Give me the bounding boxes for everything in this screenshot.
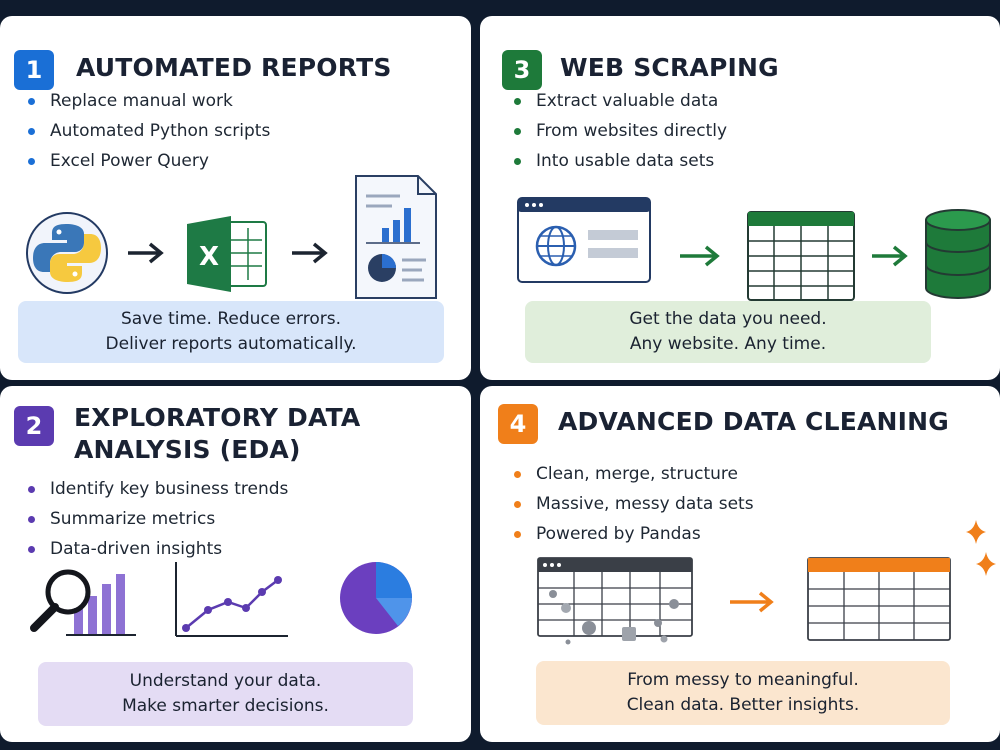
illustration-row: X xyxy=(26,175,437,299)
bullet-item: Clean, merge, structure xyxy=(510,459,754,489)
tagline-line: Save time. Reduce errors. xyxy=(120,309,342,329)
card-title: AUTOMATED REPORTS xyxy=(76,53,392,82)
bullet-item: Massive, messy data sets xyxy=(510,489,754,519)
card-number-badge: 2 xyxy=(14,406,54,446)
python-logo-icon xyxy=(26,212,108,294)
arrow-right-icon xyxy=(730,591,774,613)
card-number-badge: 3 xyxy=(502,50,542,90)
bullet-dot-icon xyxy=(514,531,521,538)
magnifier-bar-chart-icon xyxy=(30,569,136,636)
tagline-box: Get the data you need. Any website. Any … xyxy=(525,301,931,363)
illustration-row xyxy=(30,562,412,637)
card-automated-reports: 1 AUTOMATED REPORTS Replace manual work … xyxy=(0,16,471,380)
arrow-right-icon xyxy=(128,242,164,264)
bullet-list: Identify key business trends Summarize m… xyxy=(24,474,288,564)
tagline-line: Deliver reports automatically. xyxy=(105,334,357,354)
browser-globe-icon xyxy=(517,197,651,283)
illustration-row xyxy=(517,197,991,301)
tagline-line: Get the data you need. xyxy=(629,309,827,329)
bullet-dot-icon xyxy=(514,471,521,478)
bullet-item: Data-driven insights xyxy=(24,534,288,564)
bullet-item: Extract valuable data xyxy=(510,86,727,116)
arrow-right-icon xyxy=(872,245,908,267)
bullet-list: Clean, merge, structure Massive, messy d… xyxy=(510,459,754,549)
bullet-item: Summarize metrics xyxy=(24,504,288,534)
pie-chart-icon xyxy=(340,562,412,634)
tagline-line: Clean data. Better insights. xyxy=(626,695,860,715)
bullet-list: Replace manual work Automated Python scr… xyxy=(24,86,270,176)
tagline-line: Any website. Any time. xyxy=(629,334,827,354)
bullet-item: Excel Power Query xyxy=(24,146,270,176)
tagline-box: Save time. Reduce errors. Deliver report… xyxy=(18,301,444,363)
card-title-line: ANALYSIS (EDA) xyxy=(74,435,301,464)
bullet-dot-icon xyxy=(28,98,35,105)
card-title: WEB SCRAPING xyxy=(560,53,779,82)
tagline-line: Make smarter decisions. xyxy=(122,696,329,716)
bullet-dot-icon xyxy=(28,158,35,165)
line-chart-icon xyxy=(175,562,288,637)
bullet-dot-icon xyxy=(28,486,35,493)
card-data-cleaning: 4 ADVANCED DATA CLEANING Clean, merge, s… xyxy=(480,386,1000,742)
tagline-box: From messy to meaningful. Clean data. Be… xyxy=(536,661,950,725)
bullet-item: Automated Python scripts xyxy=(24,116,270,146)
card-web-scraping: 3 WEB SCRAPING Extract valuable data Fro… xyxy=(480,16,1000,380)
report-document-icon xyxy=(355,175,437,299)
tagline-line: From messy to meaningful. xyxy=(627,670,859,690)
bullet-dot-icon xyxy=(514,501,521,508)
tagline-box: Understand your data. Make smarter decis… xyxy=(38,662,413,726)
clean-table-icon xyxy=(807,557,951,641)
sparkle-icon xyxy=(966,520,996,576)
arrow-right-icon xyxy=(680,245,720,267)
messy-table-icon xyxy=(537,557,693,645)
bullet-item: Into usable data sets xyxy=(510,146,727,176)
card-title-line: EXPLORATORY DATA xyxy=(74,403,361,432)
illustration-row xyxy=(537,520,996,645)
card-title: EXPLORATORY DATA ANALYSIS (EDA) xyxy=(74,402,360,466)
bullet-item: Powered by Pandas xyxy=(510,519,754,549)
bullet-item: Identify key business trends xyxy=(24,474,288,504)
bullet-item: Replace manual work xyxy=(24,86,270,116)
card-eda: 2 EXPLORATORY DATA ANALYSIS (EDA) Identi… xyxy=(0,386,471,742)
bullet-dot-icon xyxy=(514,158,521,165)
card-number-badge: 1 xyxy=(14,50,54,90)
excel-icon: X xyxy=(187,216,267,292)
bullet-dot-icon xyxy=(514,98,521,105)
arrow-right-icon xyxy=(292,242,328,264)
bullet-list: Extract valuable data From websites dire… xyxy=(510,86,727,176)
bullet-dot-icon xyxy=(28,128,35,135)
card-number-badge: 4 xyxy=(498,404,538,444)
card-title: ADVANCED DATA CLEANING xyxy=(558,407,949,436)
svg-text:X: X xyxy=(199,242,219,272)
spreadsheet-icon xyxy=(747,211,855,301)
tagline-line: Understand your data. xyxy=(129,671,322,691)
bullet-dot-icon xyxy=(28,546,35,553)
bullet-item: From websites directly xyxy=(510,116,727,146)
bullet-dot-icon xyxy=(514,128,521,135)
bullet-dot-icon xyxy=(28,516,35,523)
database-icon xyxy=(925,209,991,299)
